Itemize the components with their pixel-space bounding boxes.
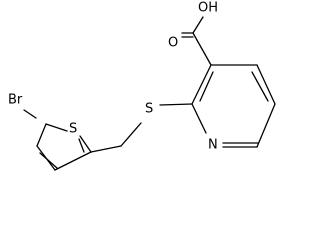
atom-label-carbonyl-oxygen: O	[168, 36, 178, 51]
bond-c5-c4pyr-double	[251, 71, 269, 102]
bond-c5-s1	[45, 123, 68, 132]
molecule-diagram: Br S S N OH O	[8, 1, 276, 171]
bond-c3-c2pyr-double	[199, 71, 214, 102]
bond-c-oh	[192, 16, 204, 34]
bond-br-c5	[23, 109, 37, 119]
bond-c5-c4	[36, 123, 47, 147]
bond-c3-cooh	[192, 32, 212, 66]
bond-ch2-s	[120, 122, 142, 147]
atom-label-thioether-sulfur: S	[145, 102, 153, 117]
bond-c2pyr-n	[191, 103, 207, 134]
bond-lines	[23, 16, 276, 171]
bond-c4-c3	[36, 145, 56, 171]
bond-c3-c2pyr	[191, 64, 212, 105]
chemical-structure-canvas: Br S S N OH O	[8, 1, 276, 171]
bond-c2-ch2	[90, 145, 122, 153]
atom-label-thiophene-sulfur: S	[69, 122, 77, 137]
bond-c6-c5	[256, 103, 276, 148]
atom-label-hydroxyl: OH	[198, 1, 218, 16]
bond-s1-c2	[79, 135, 92, 153]
bond-c5-c4pyr	[256, 64, 276, 105]
atom-label-pyridine-nitrogen: N	[208, 138, 218, 153]
bond-c3-c2	[54, 151, 92, 171]
bond-s-c2pyr	[159, 103, 193, 106]
bond-c2-s1-double	[78, 138, 85, 153]
atom-label-bromine: Br	[8, 93, 23, 108]
